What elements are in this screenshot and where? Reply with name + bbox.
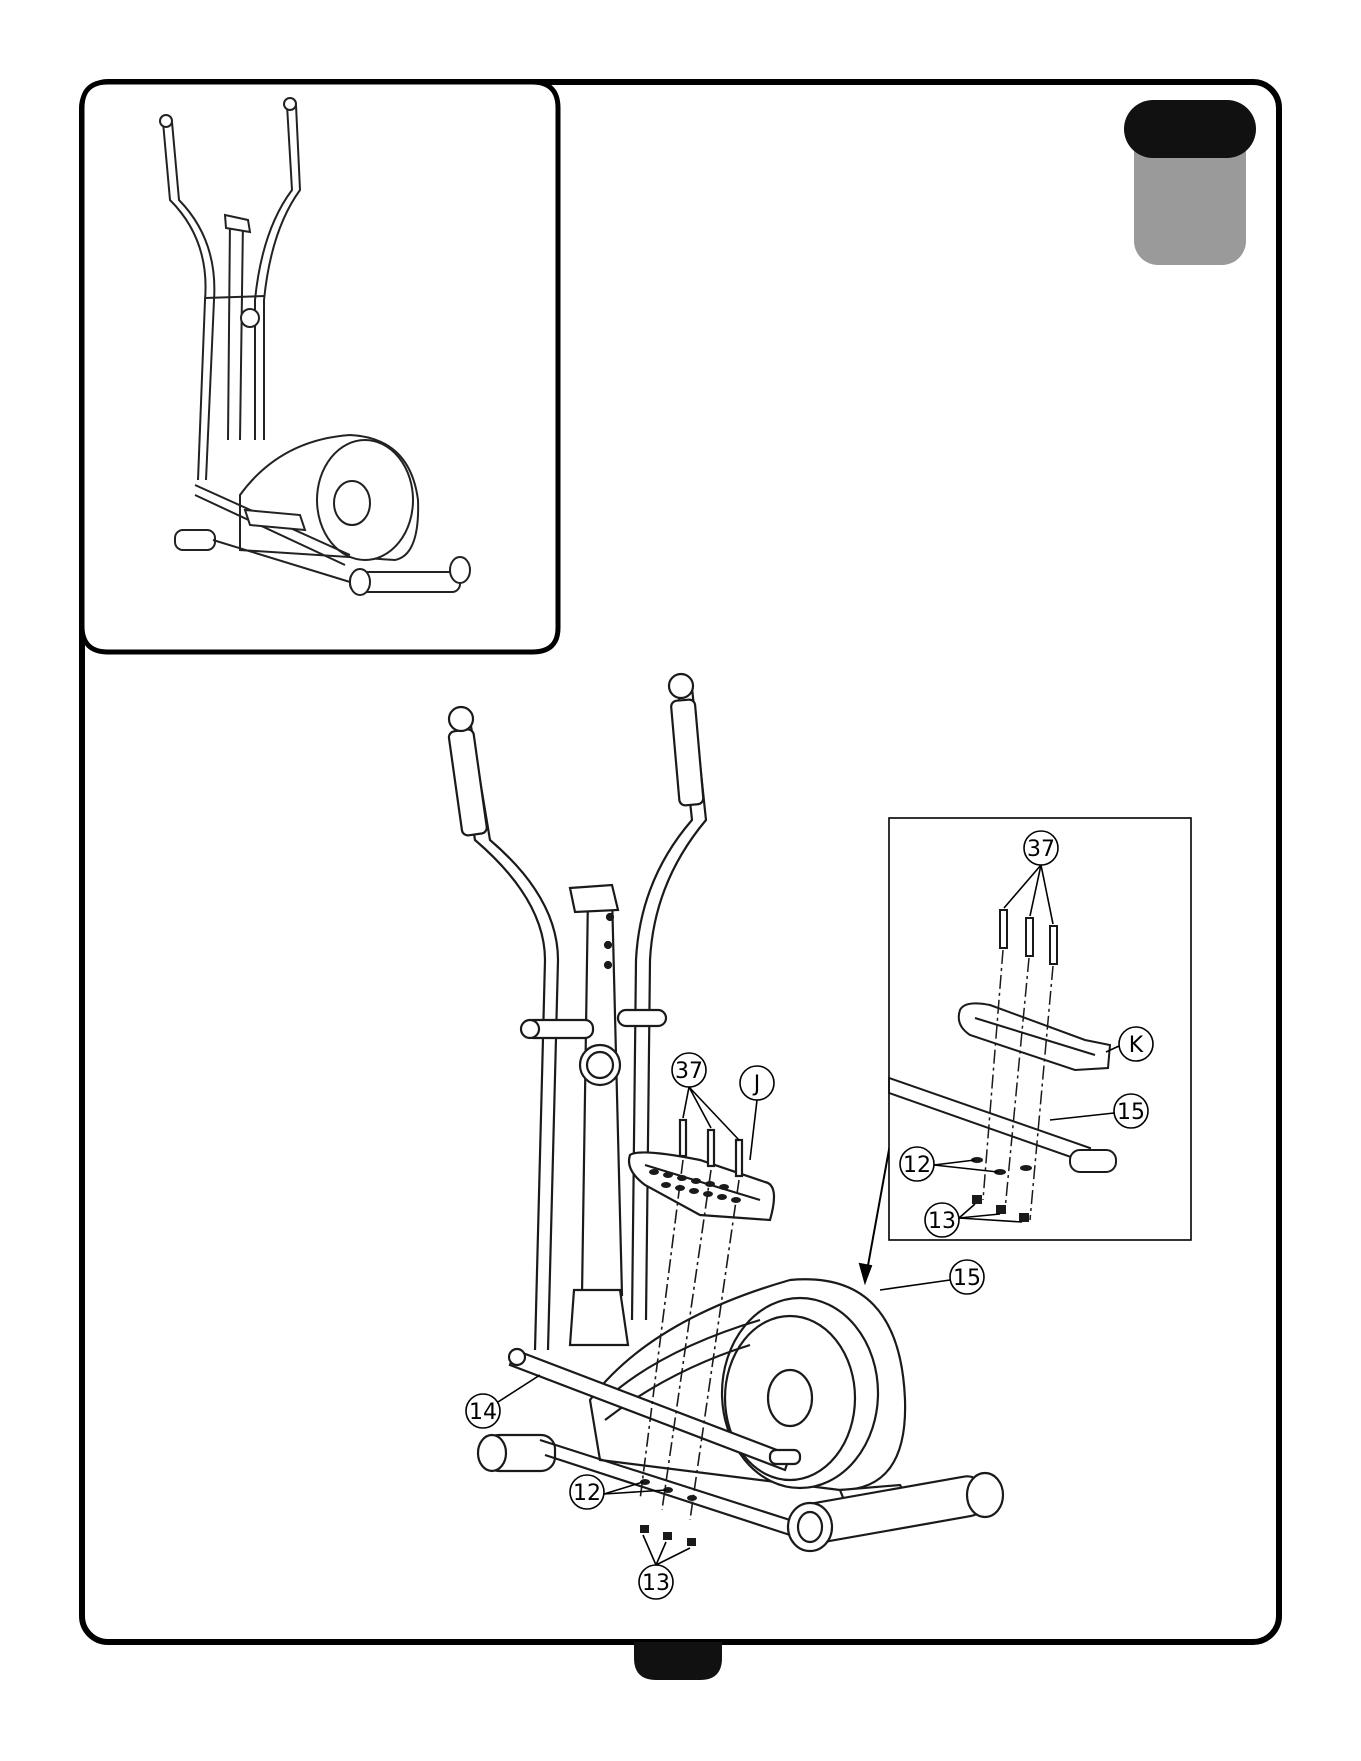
callout-12-main-label: 12	[573, 1481, 601, 1506]
page-number-tab	[634, 1642, 722, 1680]
callout-14-label: 14	[469, 1400, 497, 1425]
detail-callout-13-label: 13	[928, 1209, 956, 1234]
detail-callout-37-label: 37	[1027, 837, 1055, 862]
step-tab	[1124, 100, 1256, 265]
detail-callout-15-label: 15	[1117, 1100, 1145, 1125]
callout-15-main-label: 15	[953, 1266, 981, 1291]
overview-panel	[82, 82, 558, 652]
detail-inset: 37 K 15 12 13	[889, 818, 1191, 1240]
callout-J-label: J	[752, 1072, 761, 1097]
detail-callout-12-label: 12	[903, 1153, 931, 1178]
detail-callout-K-label: K	[1129, 1033, 1144, 1058]
callout-37-label: 37	[675, 1059, 703, 1084]
callout-13-main-label: 13	[642, 1571, 670, 1596]
